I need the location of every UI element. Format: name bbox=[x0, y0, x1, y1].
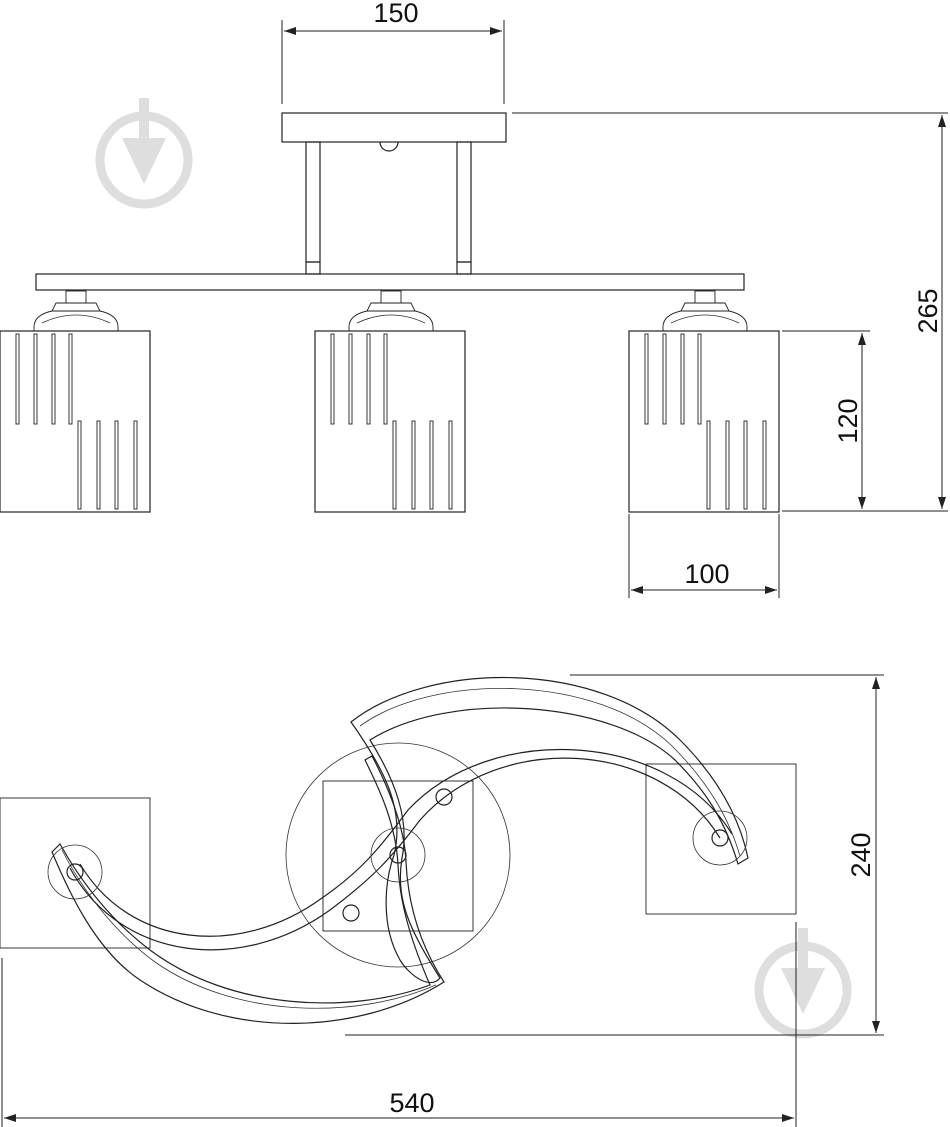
socket-holder bbox=[348, 290, 434, 332]
glass-shade bbox=[314, 330, 466, 513]
shade-outline bbox=[0, 797, 151, 949]
canopy-outline bbox=[285, 742, 511, 968]
dimension-label: 540 bbox=[389, 1088, 434, 1118]
glass-shade bbox=[0, 330, 151, 513]
shade-outline bbox=[645, 763, 797, 915]
support-rods bbox=[305, 141, 472, 275]
dimension-label: 120 bbox=[833, 398, 863, 443]
socket-circle bbox=[692, 810, 748, 866]
dimension-top-depth: 240 bbox=[345, 674, 884, 1036]
dimension-label: 150 bbox=[373, 0, 418, 28]
download-arrow-icon bbox=[95, 98, 193, 209]
dimension-label: 100 bbox=[684, 559, 729, 589]
canopy-plate bbox=[281, 112, 507, 143]
socket-circle bbox=[47, 844, 103, 900]
dimension-shade-height: 120 bbox=[782, 330, 870, 509]
arm-bar bbox=[35, 273, 745, 291]
front-view bbox=[0, 112, 780, 513]
socket-holder bbox=[662, 290, 748, 332]
glass-shade bbox=[628, 330, 780, 513]
top-view bbox=[0, 677, 797, 1024]
shade-outline bbox=[322, 780, 474, 932]
mount-screw bbox=[342, 904, 360, 922]
arm-plate-upper bbox=[350, 677, 749, 984]
arm-plate-lower bbox=[51, 755, 445, 1024]
dimension-label: 265 bbox=[913, 288, 943, 333]
dimension-canopy-width: 150 bbox=[281, 0, 505, 104]
dimension-shade-width: 100 bbox=[628, 514, 780, 598]
mount-screw bbox=[435, 788, 453, 806]
download-arrow-icon bbox=[754, 928, 852, 1039]
dimension-total-height: 265 bbox=[512, 112, 948, 512]
dimension-total-length: 540 bbox=[1, 922, 797, 1127]
s-arm bbox=[69, 757, 721, 951]
canopy-screw bbox=[379, 141, 399, 152]
dimension-label: 240 bbox=[846, 832, 876, 877]
socket-circle bbox=[370, 827, 426, 883]
socket-holder bbox=[33, 290, 119, 332]
